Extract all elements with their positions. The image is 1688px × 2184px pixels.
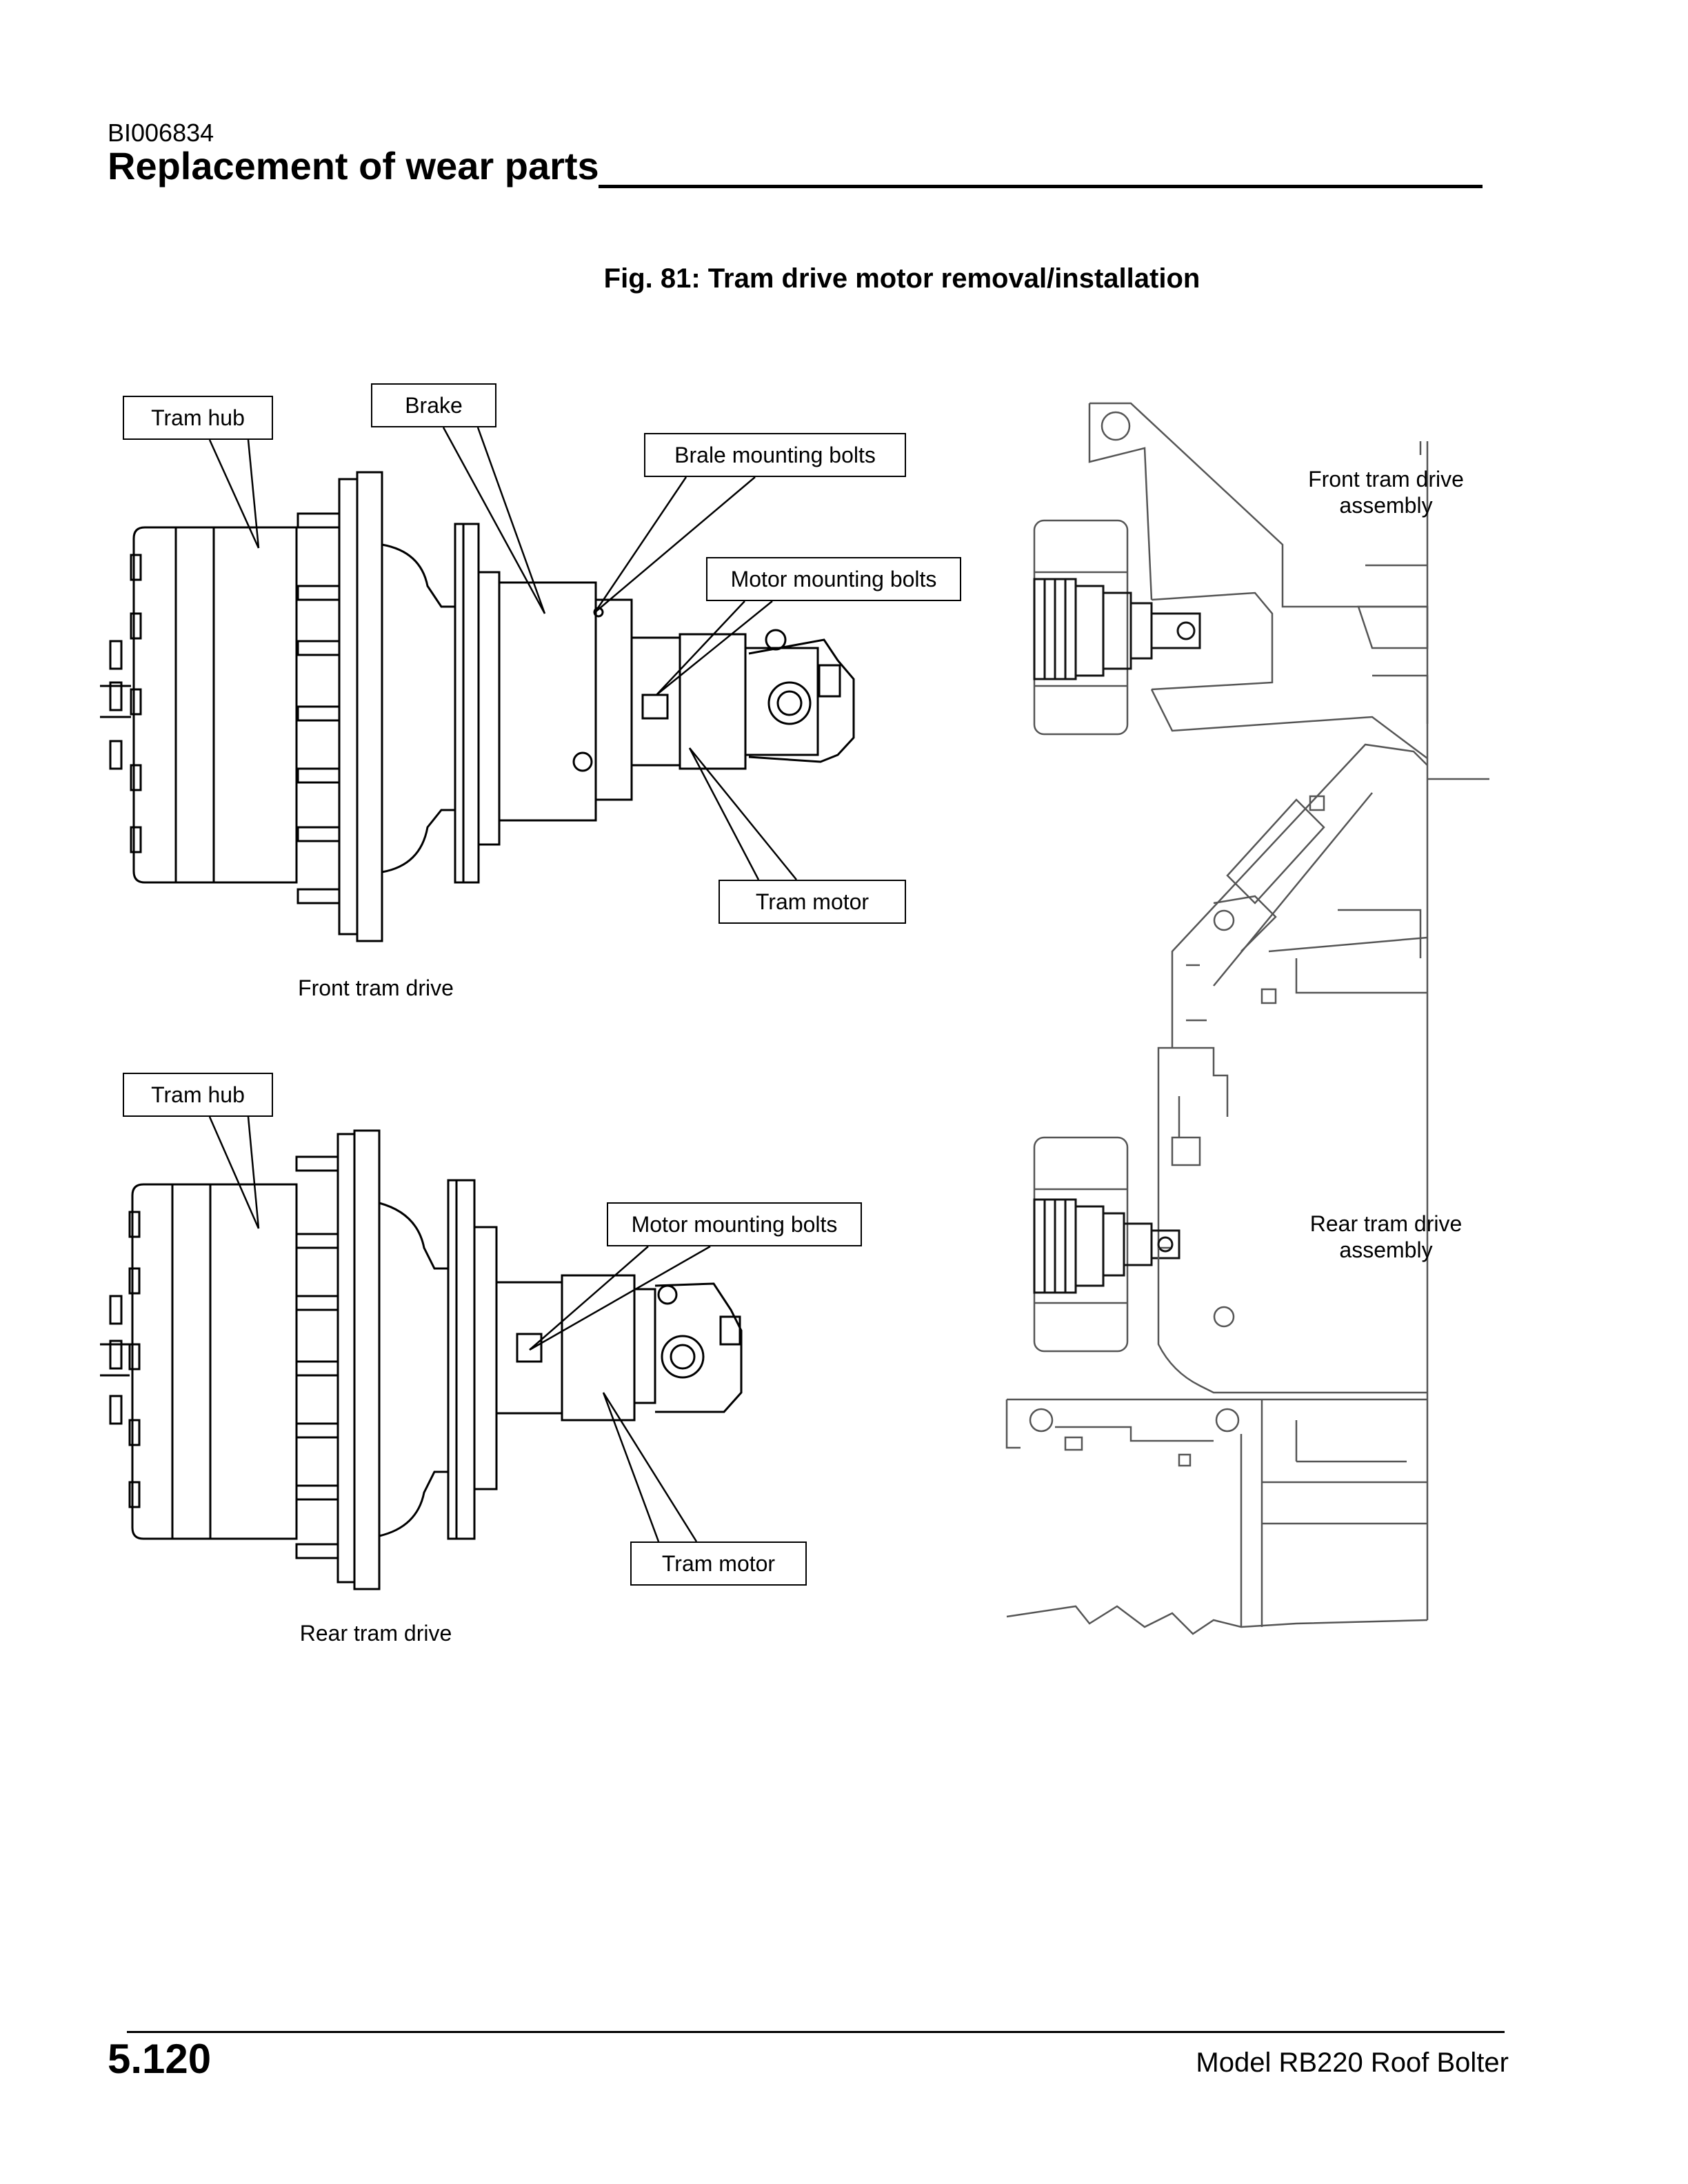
rear-assembly-label-line2: assembly — [1339, 1237, 1433, 1262]
rear-tram-drive-drawing — [100, 1129, 743, 1590]
rear-callout-leaders — [208, 1116, 711, 1542]
rear-tram-hub-callout: Tram hub — [123, 1073, 273, 1117]
section-title: Replacement of wear parts — [108, 144, 599, 188]
chassis-overview-drawing — [1005, 402, 1489, 1635]
front-tram-drive-drawing — [100, 471, 855, 942]
front-tram-drive-caption: Front tram drive — [298, 975, 454, 1000]
front-callout-leaders — [208, 427, 797, 880]
front-assembly-label: Front tram drive assembly — [1283, 466, 1489, 518]
figure-caption: Fig. 81: Tram drive motor removal/instal… — [603, 263, 1200, 294]
front-tram-hub-callout: Tram hub — [123, 396, 273, 440]
front-tram-motor-callout: Tram motor — [719, 880, 906, 924]
title-underline — [599, 185, 1483, 188]
rear-tram-motor-callout: Tram motor — [630, 1541, 807, 1586]
rear-assembly-label-line1: Rear tram drive — [1309, 1211, 1463, 1236]
front-brake-bolts-callout: Brale mounting bolts — [644, 433, 906, 477]
footer-rule — [127, 2031, 1505, 2033]
rear-assembly-label: Rear tram drive assembly — [1283, 1211, 1489, 1263]
footer-model-name: Model RB220 Roof Bolter — [1196, 2048, 1509, 2078]
front-motor-bolts-callout: Motor mounting bolts — [706, 557, 961, 601]
rear-motor-bolts-callout: Motor mounting bolts — [607, 1202, 862, 1246]
front-assembly-label-line2: assembly — [1339, 493, 1433, 518]
document-id: BI006834 — [108, 119, 214, 147]
front-assembly-label-line1: Front tram drive — [1308, 467, 1464, 492]
page-number: 5.120 — [108, 2036, 212, 2082]
rear-tram-drive-caption: Rear tram drive — [299, 1621, 452, 1646]
front-brake-callout: Brake — [371, 383, 496, 427]
